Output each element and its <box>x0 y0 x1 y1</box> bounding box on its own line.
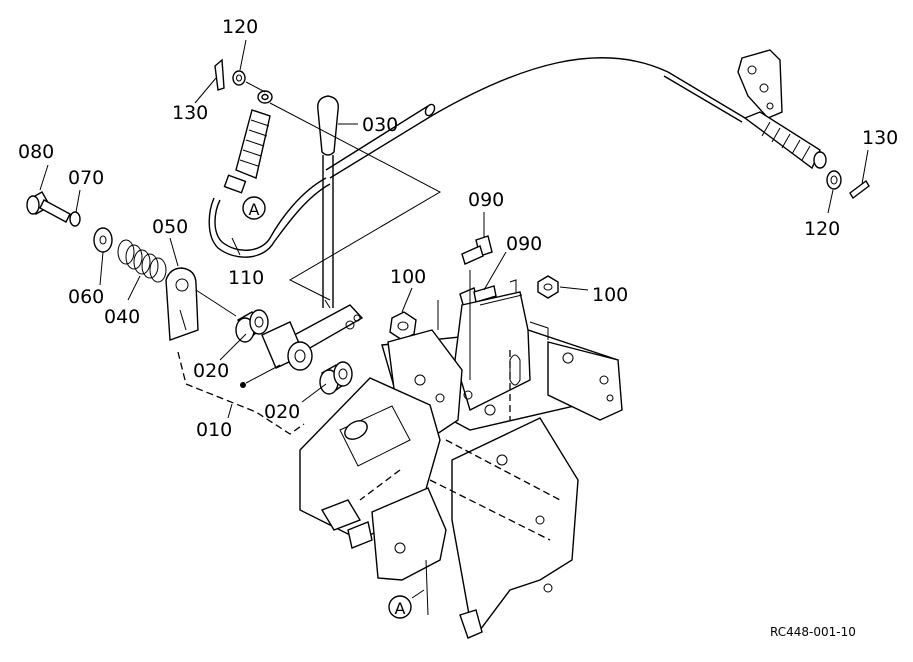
reference-code: RC448-001-10 <box>770 625 856 639</box>
callout-060: 060 <box>68 286 104 308</box>
callout-030: 030 <box>362 114 398 136</box>
connector-a-lower: A <box>388 595 412 619</box>
callout-090-upper: 090 <box>468 189 504 211</box>
connector-a-lower-label: A <box>395 599 406 618</box>
main-bracket <box>299 291 623 639</box>
shift-lever <box>240 95 364 388</box>
callout-110: 110 <box>228 267 264 289</box>
callout-100-right: 100 <box>592 284 628 306</box>
assembly-outline-010 <box>177 351 305 435</box>
left-hardware <box>26 191 237 341</box>
top-left-hardware <box>214 58 266 93</box>
callout-040: 040 <box>104 306 140 328</box>
leader-lines <box>39 39 869 599</box>
cable-bracket-right <box>737 49 827 170</box>
frame-lines <box>425 270 549 616</box>
callout-090-lower: 090 <box>506 233 542 255</box>
callout-010: 010 <box>196 419 232 441</box>
connector-a-upper: A <box>242 196 266 220</box>
bushings <box>235 309 353 395</box>
callout-100-left: 100 <box>390 266 426 288</box>
cable-boot-left <box>223 90 273 194</box>
connector-a-upper-label: A <box>249 200 260 219</box>
callout-020-right: 020 <box>264 401 300 423</box>
callout-130-right: 130 <box>862 127 898 149</box>
projection-lines <box>269 102 442 309</box>
callouts: 120 130 030 080 070 050 060 040 110 020 … <box>18 16 898 441</box>
callout-120-top: 120 <box>222 16 258 38</box>
callout-120-right: 120 <box>804 218 840 240</box>
right-hardware <box>826 170 870 200</box>
control-cable <box>208 57 746 258</box>
callout-070: 070 <box>68 167 104 189</box>
callout-080: 080 <box>18 141 54 163</box>
callout-050: 050 <box>152 216 188 238</box>
fasteners <box>389 235 559 341</box>
callout-130-top: 130 <box>172 102 208 124</box>
callout-020-left: 020 <box>193 360 229 382</box>
